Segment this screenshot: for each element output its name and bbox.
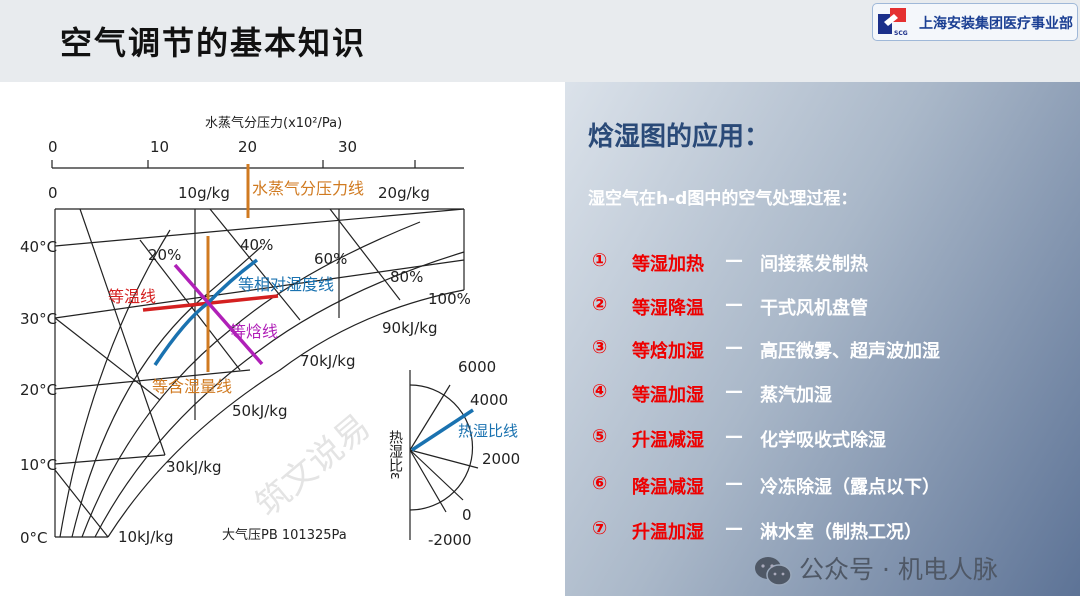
label-isotherm: 等温线: [108, 287, 156, 306]
item-number: ④: [592, 381, 608, 402]
page-title: 空气调节的基本知识: [60, 24, 367, 62]
temp-label: 40°C: [20, 238, 57, 256]
svg-text:SCG: SCG: [894, 30, 908, 36]
item-desc: 高压微雾、超声波加湿: [760, 341, 940, 362]
tick: 10g/kg: [178, 184, 230, 202]
item-number: ⑥: [592, 473, 608, 494]
rh-curve: [107, 289, 465, 538]
atmospheric-pressure: 大气压PB 101325Pa: [222, 527, 347, 543]
ratio-tick: -2000: [428, 531, 472, 549]
item-label: 等焓加湿: [632, 341, 704, 362]
isotherm-10: [54, 454, 166, 465]
label-isenthalpic: 等焓线: [230, 322, 278, 341]
enthalpy-label: 30kJ/kg: [166, 458, 221, 476]
logo-mark-icon: SCG: [878, 8, 908, 36]
enthalpy-line: [54, 469, 109, 538]
item-desc: 化学吸收式除湿: [760, 430, 886, 451]
item-dash: —: [725, 381, 743, 402]
tick: 0: [48, 138, 58, 156]
ratio-tick: 2000: [482, 450, 520, 468]
item-dash: —: [725, 518, 743, 539]
panel-heading: 焓湿图的应用：: [588, 122, 771, 152]
company-logo: SCG 上海安装集团医疗事业部: [872, 3, 1078, 41]
item-label: 升温加湿: [632, 522, 704, 543]
temp-label: 20°C: [20, 381, 57, 399]
item-desc: 蒸汽加湿: [760, 385, 832, 406]
item-label: 升温减湿: [632, 430, 704, 451]
psychrometric-chart: 筑文说易 水蒸气分压力(x10²/Pa) 0 10 20 30 0 10g/kg…: [0, 82, 565, 608]
item-number: ②: [592, 294, 608, 315]
item-number: ⑤: [592, 426, 608, 447]
slide-bottom-margin: [0, 596, 1080, 608]
item-label: 降温减湿: [632, 477, 704, 498]
tick: 30: [338, 138, 357, 156]
rh-label: 60%: [314, 250, 347, 268]
hd-diagram: 筑文说易 水蒸气分压力(x10²/Pa) 0 10 20 30 0 10g/kg…: [20, 115, 520, 549]
rh-label: 80%: [390, 268, 423, 286]
item-dash: —: [725, 473, 743, 494]
isotherm-40: [54, 208, 465, 247]
item-dash: —: [725, 294, 743, 315]
rh-curve: [59, 229, 171, 538]
tick: 20: [238, 138, 257, 156]
tick: 20g/kg: [378, 184, 430, 202]
watermark-text: 公众号 · 机电人脉: [799, 555, 998, 584]
item-desc: 淋水室（制热工况）: [760, 522, 922, 543]
wechat-watermark: 公众号 · 机电人脉: [753, 550, 998, 587]
rh-label: 40%: [240, 236, 273, 254]
ratio-tick: 4000: [470, 391, 508, 409]
ratio-tick: 6000: [458, 358, 496, 376]
temp-label: 10°C: [20, 456, 57, 474]
pressure-axis-title: 水蒸气分压力(x10²/Pa): [205, 115, 342, 131]
isotherm-20: [54, 369, 251, 390]
label-moisture-content: 等含湿量线: [152, 377, 232, 396]
enthalpy-label: 50kJ/kg: [232, 402, 287, 420]
temp-label: 0°C: [20, 529, 48, 547]
label-ratio-line: 热湿比线: [458, 422, 518, 440]
enthalpy-label: 70kJ/kg: [300, 352, 355, 370]
watermark: 筑文说易: [248, 407, 378, 525]
item-label: 等温加湿: [632, 385, 704, 406]
rh-curve: [81, 221, 421, 538]
rh-curve: [71, 245, 263, 538]
enthalpy-label: 10kJ/kg: [118, 528, 173, 546]
item-number: ③: [592, 337, 608, 358]
logo-text: 上海安装集团医疗事业部: [919, 16, 1073, 32]
label-vapor-pressure: 水蒸气分压力线: [252, 179, 364, 198]
item-number: ①: [592, 250, 608, 271]
item-label: 等湿加热: [632, 254, 704, 275]
panel-subheading: 湿空气在h-d图中的空气处理过程：: [588, 189, 858, 209]
isenthalpic-line: [173, 263, 264, 366]
wechat-icon: [755, 557, 792, 586]
tick: 10: [150, 138, 169, 156]
rh-label: 20%: [148, 246, 181, 264]
item-desc: 间接蒸发制热: [760, 254, 868, 275]
temp-label: 30°C: [20, 310, 57, 328]
item-number: ⑦: [592, 518, 608, 539]
slide-header: 空气调节的基本知识 SCG 上海安装集团医疗事业部: [0, 0, 1080, 82]
ratio-title: 热湿比ε: [387, 430, 403, 480]
item-label: 等湿降温: [632, 298, 704, 319]
item-dash: —: [725, 250, 743, 271]
item-desc: 冷冻除湿（露点以下）: [760, 477, 940, 498]
isotherm-30: [54, 259, 465, 319]
label-rh: 等相对湿度线: [238, 275, 334, 294]
tick: 0: [48, 184, 58, 202]
ratio-tick: 0: [462, 506, 472, 524]
item-dash: —: [725, 426, 743, 447]
enthalpy-label: 90kJ/kg: [382, 319, 437, 337]
rh-label: 100%: [428, 290, 471, 308]
rh-curve: [94, 251, 465, 538]
item-desc: 干式风机盘管: [760, 298, 868, 319]
item-dash: —: [725, 337, 743, 358]
heat-moisture-ratio-line: [411, 408, 474, 452]
application-panel: 焓湿图的应用： 湿空气在h-d图中的空气处理过程： ① 等湿加热 — 间接蒸发制热 ②…: [565, 82, 1080, 596]
